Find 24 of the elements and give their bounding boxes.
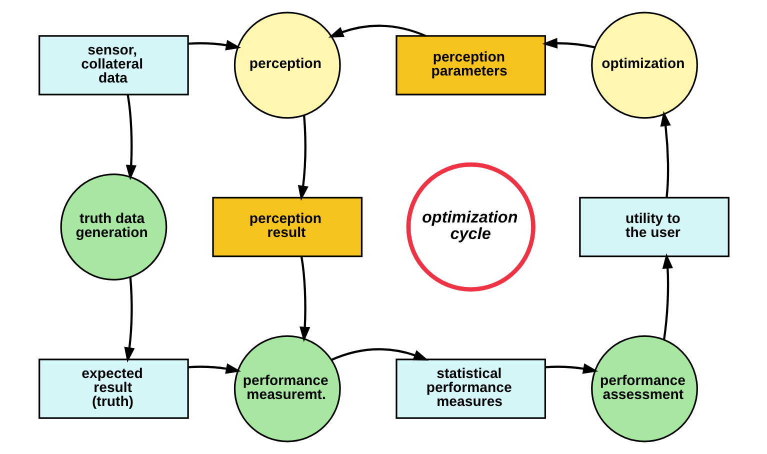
arrow <box>660 110 670 198</box>
arrow <box>188 40 241 50</box>
arrow <box>544 363 598 374</box>
node-circle: performance assessment <box>590 335 698 442</box>
node-box: sensor, collateral data <box>38 35 188 96</box>
node-box: statistical performance measures <box>395 358 546 419</box>
arrow <box>125 94 136 180</box>
arrow <box>542 38 595 49</box>
node-box: perception parameters <box>395 35 546 96</box>
node-box: expected result (truth) <box>38 358 188 419</box>
label: optimization cycle <box>421 208 518 243</box>
arrow <box>299 256 310 342</box>
node-box: utility to the user <box>578 196 729 258</box>
arrow <box>188 363 241 374</box>
node-circle: performance measuremt. <box>233 335 340 442</box>
arrow <box>662 253 672 340</box>
node-circle: perception <box>233 12 340 119</box>
arrow <box>330 348 428 361</box>
node-circle: truth data generation <box>60 174 167 280</box>
node-circle: optimization <box>590 12 698 119</box>
arrow <box>124 277 134 363</box>
arrow <box>328 24 426 38</box>
arrow <box>297 115 308 201</box>
node-box: perception result <box>212 196 362 258</box>
